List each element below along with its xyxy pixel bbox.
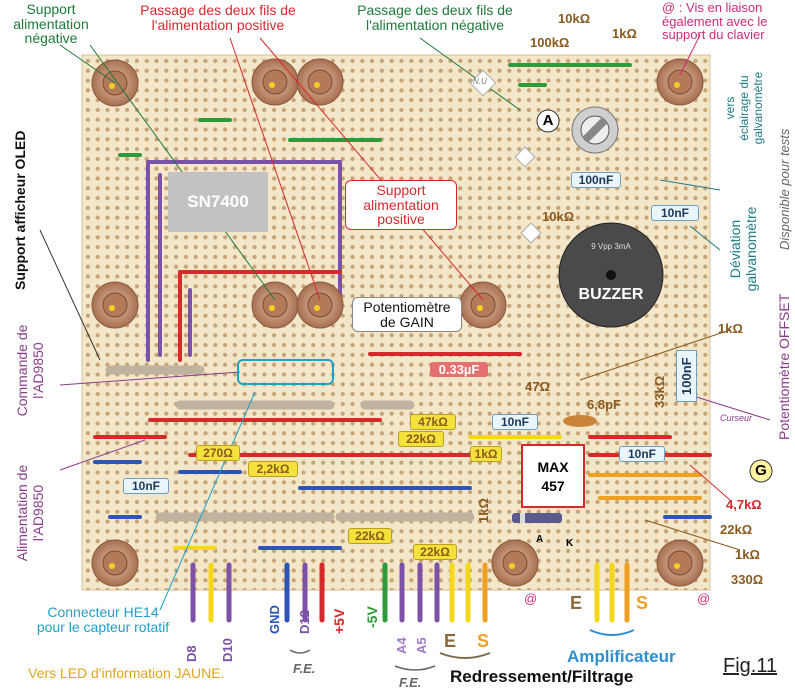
c-033: 0.33µF [430,362,488,377]
r-22k-b: 2,2kΩ [248,461,298,477]
r-22k-r: 22kΩ [720,522,753,537]
label-s-2: S [636,593,649,613]
r-1k-top: 1kΩ [612,26,637,41]
marker-g: G [755,462,767,479]
c-10n-mid: 10nF [492,414,538,430]
pin-d8: D8 [184,645,199,662]
label-connecteur: Connecteur HE14 pour le capteur rotatif [36,604,170,635]
pin-a4: A4 [394,637,409,654]
pin-m5v: -5V [364,606,380,628]
r-1k-r: 1kΩ [735,547,760,562]
label-deviation: Déviation galvanomètre [727,206,759,292]
r-1k-v: 1kΩ [476,498,491,523]
fe-bracket-1 [289,649,311,654]
capacitor-68pf [563,415,597,427]
label-passage-negative: Passage des deux fils de l'alimentation … [357,2,513,33]
label-e-1: E [444,631,457,651]
label-vis-note: @ : Vis en liaison également avec le sup… [662,0,768,43]
max457-chip [521,444,585,508]
pin-p5v: +5V [331,608,347,634]
pin-d10: D10 [220,638,235,662]
label-support-positive: Support alimentation positive [345,180,457,231]
label-max: MAX [537,459,569,475]
label-curseur: Curseur [720,413,753,423]
label-nu: N.U [473,77,487,86]
label-alimentation: Alimentation de l'AD9850 [14,464,46,562]
marker-a: A [542,112,554,129]
label-cathode: K [566,538,574,549]
label-anode: A [536,534,544,545]
pin-d12: D12 [297,610,312,634]
r-330: 330Ω [731,572,764,587]
r-1k-b: 1kΩ [470,446,502,462]
c-10n-right: 10nF [651,205,699,221]
c-100n-v: 100nF [676,350,697,402]
r-10k-top: 10kΩ [558,11,591,26]
label-eclairage: vers éclairage du galvanomètre [723,71,765,145]
label-amplificateur: Amplificateur [567,647,676,666]
r-10k-mid: 10kΩ [542,209,575,224]
label-oled: Support afficheur OLED [12,130,28,290]
label-at-2: @ [697,591,711,606]
label-led: Vers LED d'information JAUNE. [28,665,225,681]
r-22k-a: 22kΩ [398,431,444,447]
c-68p: 6,8pF [587,397,621,412]
r-100k: 100kΩ [530,35,570,50]
c-10n-left: 10nF [123,478,169,494]
figure-label: Fig.11 [723,655,778,677]
label-at-1: @ [524,591,538,606]
c-10n-g: 10nF [619,446,665,462]
fe-bracket-2 [394,665,436,671]
c-100n: 100nF [571,172,621,188]
es-bracket [439,652,491,659]
label-offset: Potentiomètre OFFSET [776,293,792,440]
label-disponible: Disponible pour tests [777,128,792,250]
label-fe-2: F.E. [399,675,422,690]
pin-gnd: GND [267,605,282,634]
r-47k-r: 4,7kΩ [726,497,762,512]
r-270: 270Ω [196,445,240,461]
label-redressement: Redressement/Filtrage [450,667,634,686]
label-support-negative: Support alimentation négative [13,1,89,47]
label-e-2: E [570,593,583,613]
mounting-nuts [91,58,704,587]
diode [512,513,562,523]
pin-a5: A5 [414,637,429,654]
header-pins [190,562,630,623]
label-passage-positive: Passage des deux fils de l'alimentation … [140,2,296,33]
r-47k: 47kΩ [410,414,456,430]
r-22k-d: 22kΩ [413,544,457,560]
amp-bracket [589,629,635,636]
r-22k-c: 22kΩ [348,528,392,544]
label-s-1: S [477,631,490,651]
label-pot-gain: Potentiomètre de GAIN [352,297,462,333]
label-buzzer-spec: 9 Vpp 3mA [591,242,631,251]
r-1k-mid: 1kΩ [718,321,743,336]
label-fe-1: F.E. [293,661,316,676]
label-457: 457 [541,478,565,494]
sn7400-chip: SN7400 [168,172,268,232]
label-commande: Commande de l'AD9850 [14,324,46,417]
r-47: 47Ω [525,379,550,394]
r-33k: 33kΩ [652,375,667,408]
he14-connector [237,359,334,385]
label-buzzer: BUZZER [578,286,644,303]
